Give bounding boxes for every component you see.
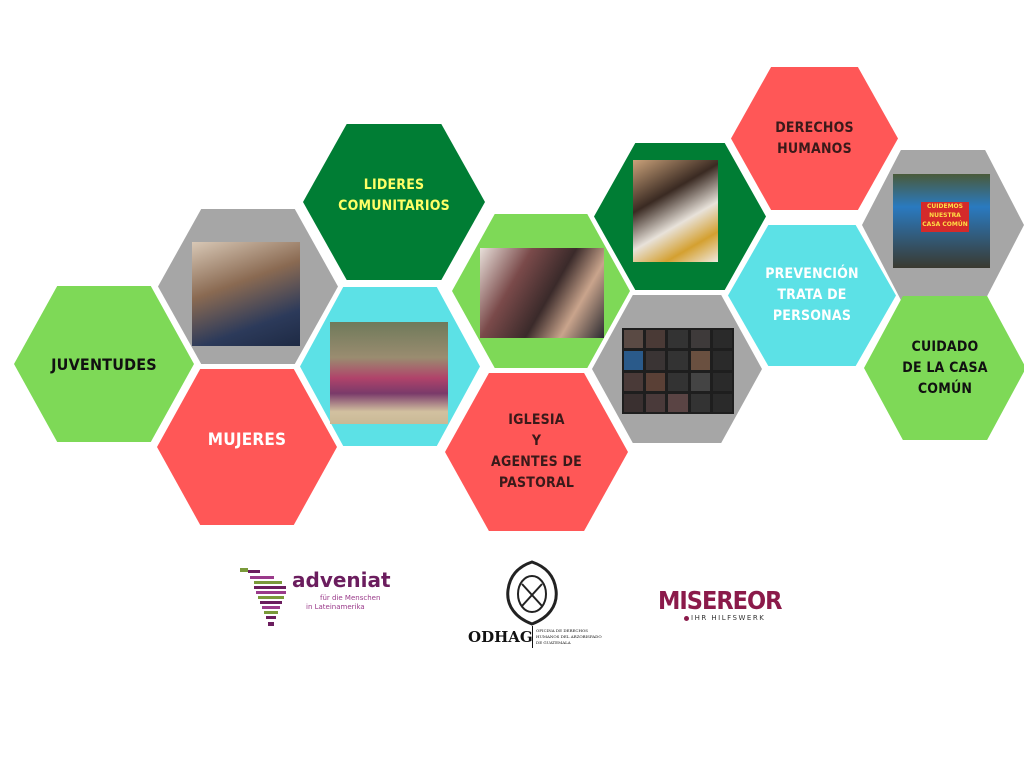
hex-mujeres: MUJERES — [157, 369, 337, 525]
misereor-logo: MISEREOR IHR HILFSWERK — [658, 586, 798, 626]
hex-label: IGLESIA Y AGENTES DE PASTORAL — [491, 412, 582, 491]
latin-america-map-icon — [240, 568, 286, 626]
hex-label: JUVENTUDES — [51, 354, 157, 374]
photo-youth-group — [192, 242, 300, 346]
misereor-dot-icon — [684, 616, 689, 621]
odhag-tagline: OFICINA DE DERECHOS HUMANOS DEL ARZOBISP… — [536, 628, 602, 645]
hex-lideres: LIDERES COMUNITARIOS — [303, 124, 485, 280]
odhag-logo: ODHAG OFICINA DE DERECHOS HUMANOS DEL AR… — [466, 560, 606, 650]
adveniat-tagline-1: für die Menschen — [320, 594, 381, 602]
photo-team-meeting — [480, 248, 604, 338]
hex-label: MUJERES — [207, 429, 287, 450]
hex-cuidado: CUIDADO DE LA CASA COMÚN — [864, 296, 1024, 440]
hex-derechos: DERECHOS HUMANOS — [731, 67, 898, 210]
hex-label: DERECHOS HUMANOS — [775, 119, 854, 157]
hex-label: LIDERES COMUNITARIOS — [338, 177, 450, 214]
hex-prevencion: PREVENCIÓN TRATA DE PERSONAS — [728, 225, 896, 366]
hex-iglesia: IGLESIA Y AGENTES DE PASTORAL — [445, 373, 628, 531]
misereor-tagline: IHR HILFSWERK — [691, 614, 766, 622]
hex-label: PREVENCIÓN TRATA DE PERSONAS — [765, 266, 859, 324]
adveniat-tagline-2: in Lateinamerika — [306, 603, 365, 611]
photo-cuidemos-sign: CUIDEMOS NUESTRA CASA COMÚN — [893, 174, 990, 268]
misereor-name: MISEREOR — [658, 586, 782, 615]
photo-women-working — [633, 160, 718, 262]
hex-label: CUIDADO DE LA CASA COMÚN — [902, 338, 988, 397]
odhag-seal-icon — [506, 560, 558, 626]
hex-juventudes: JUVENTUDES — [14, 286, 194, 442]
sign-banner: CUIDEMOS NUESTRA CASA COMÚN — [921, 202, 969, 232]
odhag-divider — [532, 626, 533, 648]
odhag-name: ODHAG — [468, 628, 533, 646]
photo-women-traditional-dress — [330, 322, 448, 424]
adveniat-logo: adveniat für die Menschen in Lateinameri… — [240, 566, 391, 628]
photo-video-conference — [622, 328, 734, 414]
adveniat-name: adveniat — [292, 568, 391, 592]
